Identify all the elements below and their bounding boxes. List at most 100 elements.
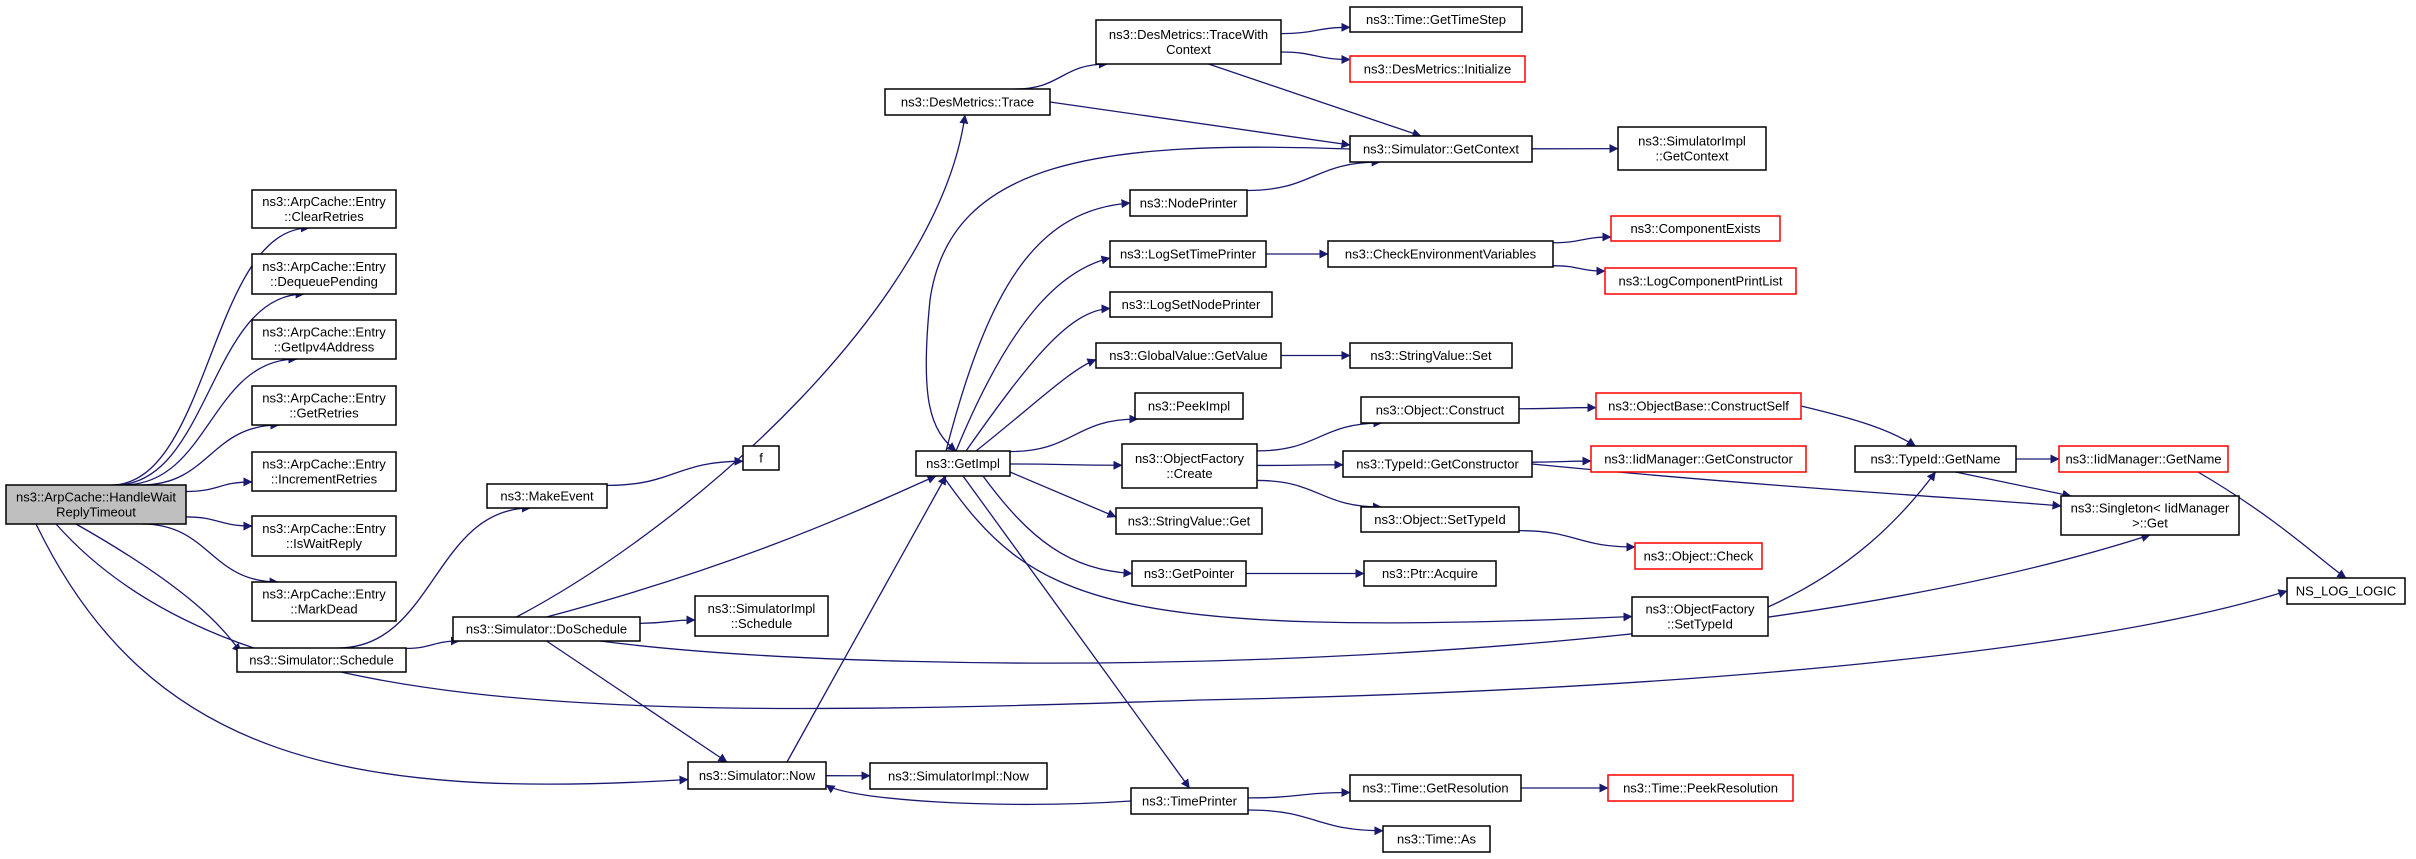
node-label: ns3::Ptr::Acquire	[1382, 566, 1478, 581]
node-ptracquire[interactable]: ns3::Ptr::Acquire	[1363, 560, 1497, 587]
node-globalvalueget[interactable]: ns3::GlobalValue::GetValue	[1095, 342, 1282, 369]
node-nodeprinter[interactable]: ns3::NodePrinter	[1129, 189, 1248, 217]
node-box	[1342, 450, 1533, 478]
node-timegetresolution[interactable]: ns3::Time::GetResolution	[1349, 774, 1522, 802]
node-box	[251, 253, 397, 295]
node-getimpl[interactable]: ns3::GetImpl	[915, 450, 1011, 477]
node-label: ns3::Simulator::DoSchedule	[466, 622, 627, 637]
edge-timeprinter-to-now	[825, 784, 1132, 806]
node-timepeekresolution[interactable]: ns3::Time::PeekResolution	[1607, 774, 1794, 802]
node-typeidgetconstructor[interactable]: ns3::TypeId::GetConstructor	[1342, 450, 1533, 478]
node-objectsettypeid[interactable]: ns3::Object::SetTypeId	[1360, 506, 1520, 533]
node-box	[2058, 445, 2229, 473]
node-objectfactorycreate[interactable]: ns3::ObjectFactory::Create	[1121, 443, 1258, 489]
edge-getimpl-to-getpointer	[982, 475, 1133, 578]
node-box	[1634, 542, 1763, 570]
node-label: ns3::ArpCache::Entry	[262, 587, 386, 602]
node-box	[251, 319, 397, 360]
node-label: ns3::ObjectFactory	[1645, 602, 1755, 617]
edge-getimpl-to-globalvalueget	[975, 358, 1097, 452]
node-box	[1134, 392, 1244, 420]
node-logsettimeprinter[interactable]: ns3::LogSetTimePrinter	[1109, 240, 1267, 268]
node-label: ns3::Simulator::Now	[699, 768, 816, 783]
node-singletonget[interactable]: ns3::Singleton< IidManager >::Get	[2060, 495, 2240, 536]
node-label: ns3::SimulatorImpl	[1638, 134, 1746, 149]
node-simimplnow[interactable]: ns3::SimulatorImpl::Now	[869, 762, 1048, 790]
node-logsetnodeprinter[interactable]: ns3::LogSetNodePrinter	[1109, 291, 1273, 318]
node-label: ns3::LogSetTimePrinter	[1120, 247, 1257, 262]
node-stringvalueget[interactable]: ns3::StringValue::Get	[1115, 507, 1263, 535]
node-box	[1631, 596, 1769, 637]
node-label: ::Create	[1166, 466, 1212, 481]
node-iidgetname[interactable]: ns3::IidManager::GetName	[2058, 445, 2229, 473]
node-label: ns3::ArpCache::Entry	[262, 194, 386, 209]
node-timeas[interactable]: ns3::Time::As	[1382, 825, 1491, 853]
node-label: ns3::TimePrinter	[1142, 794, 1238, 809]
node-destrace[interactable]: ns3::DesMetrics::Trace	[884, 88, 1051, 116]
node-objectconstruct[interactable]: ns3::Object::Construct	[1360, 396, 1520, 424]
node-f[interactable]: f	[742, 445, 780, 471]
node-gettimestep[interactable]: ns3::Time::GetTimeStep	[1349, 6, 1523, 33]
node-label: f	[759, 451, 763, 466]
node-stringvalueset[interactable]: ns3::StringValue::Set	[1349, 342, 1513, 369]
node-incrementretries[interactable]: ns3::ArpCache::Entry::IncrementRetries	[251, 451, 397, 492]
node-label: ns3::GetPointer	[1144, 566, 1235, 581]
node-timeprinter[interactable]: ns3::TimePrinter	[1130, 787, 1249, 815]
node-label: >::Get	[2132, 516, 2168, 531]
node-getipv4address[interactable]: ns3::ArpCache::Entry::GetIpv4Address	[251, 319, 397, 360]
node-makeevent[interactable]: ns3::MakeEvent	[486, 483, 608, 509]
node-dequeuepending[interactable]: ns3::ArpCache::Entry::DequeuePending	[251, 253, 397, 295]
node-box	[884, 88, 1051, 116]
edge-iidgetname-to-nsloglogic	[2197, 471, 2347, 579]
edge-doschedule-to-singletonget	[599, 533, 2151, 664]
node-peekimpl[interactable]: ns3::PeekImpl	[1134, 392, 1244, 420]
node-logcomponentprintlist[interactable]: ns3::LogComponentPrintList	[1604, 267, 1797, 295]
node-getretries[interactable]: ns3::ArpCache::Entry::GetRetries	[251, 385, 397, 426]
node-label: ns3::ArpCache::Entry	[262, 457, 386, 472]
node-box	[251, 385, 397, 426]
node-iidgetconstructor[interactable]: ns3::IidManager::GetConstructor	[1590, 445, 1807, 473]
node-label: ::IncrementRetries	[271, 472, 378, 487]
edge-typeidgetconstructor-to-iidgetconstructor	[1531, 456, 1592, 466]
node-constructself[interactable]: ns3::ObjectBase::ConstructSelf	[1595, 392, 1802, 420]
node-simimplschedule[interactable]: ns3::SimulatorImpl::Schedule	[694, 595, 829, 637]
edge-typeidgetname-to-singletonget	[1955, 471, 2072, 499]
node-objectfactorysettypeid[interactable]: ns3::ObjectFactory::SetTypeId	[1631, 596, 1769, 637]
edge-getimpl-to-logsettimeprinter	[955, 255, 1111, 452]
node-box	[236, 647, 407, 673]
node-componentexists[interactable]: ns3::ComponentExists	[1610, 215, 1781, 242]
node-box	[1349, 774, 1522, 802]
node-nsloglogic[interactable]: NS_LOG_LOGIC	[2286, 577, 2406, 605]
node-box	[452, 616, 641, 642]
edge-typeidgetconstructor-to-singletonget	[1531, 463, 2062, 510]
node-checkenv[interactable]: ns3::CheckEnvironmentVariables	[1327, 240, 1554, 268]
node-schedule[interactable]: ns3::Simulator::Schedule	[236, 647, 407, 673]
node-label: ns3::Object::Check	[1644, 549, 1754, 564]
node-getcontext[interactable]: ns3::Simulator::GetContext	[1349, 135, 1533, 163]
node-desinitialize[interactable]: ns3::DesMetrics::Initialize	[1349, 55, 1526, 83]
node-label: ns3::MakeEvent	[500, 489, 594, 504]
node-label: ns3::ArpCache::Entry	[262, 391, 386, 406]
node-label: ns3::ObjectFactory	[1135, 451, 1245, 466]
node-label: Context	[1166, 42, 1211, 57]
node-clearretries[interactable]: ns3::ArpCache::Entry::ClearRetries	[251, 189, 397, 229]
edge-getimpl-to-logsetnodeprinter	[965, 304, 1111, 452]
node-label: ::Schedule	[731, 616, 792, 631]
node-label: ReplyTimeout	[56, 505, 136, 520]
node-label: ns3::DesMetrics::TraceWith	[1109, 27, 1268, 42]
node-label: ns3::TypeId::GetName	[1870, 452, 2000, 467]
node-now[interactable]: ns3::Simulator::Now	[687, 761, 827, 790]
node-typeidgetname[interactable]: ns3::TypeId::GetName	[1854, 445, 2017, 473]
node-box	[1115, 507, 1263, 535]
node-getpointer[interactable]: ns3::GetPointer	[1131, 560, 1247, 587]
edge-now-to-getimpl	[786, 475, 947, 763]
node-objectcheck[interactable]: ns3::Object::Check	[1634, 542, 1763, 570]
node-label: ns3::SimulatorImpl	[708, 601, 816, 616]
node-iswaitreply[interactable]: ns3::ArpCache::Entry::IsWaitReply	[251, 515, 397, 557]
node-box	[1590, 445, 1807, 473]
node-doschedule[interactable]: ns3::Simulator::DoSchedule	[452, 616, 641, 642]
node-simimplgetcontext[interactable]: ns3::SimulatorImpl::GetContext	[1617, 126, 1767, 171]
node-markdead[interactable]: ns3::ArpCache::Entry::MarkDead	[251, 581, 397, 622]
